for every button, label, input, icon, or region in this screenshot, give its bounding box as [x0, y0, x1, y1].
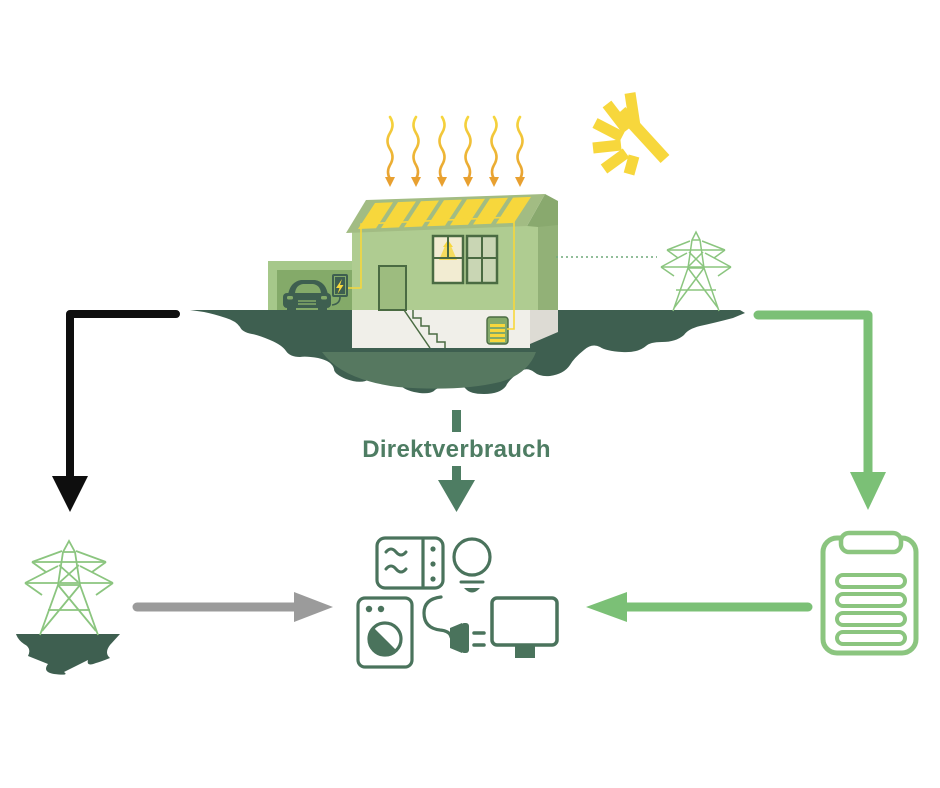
window-lit: [431, 234, 465, 285]
power-pylon-right-icon: [660, 230, 732, 312]
garage-with-ev-car: [268, 261, 352, 311]
light-bulb-icon: [452, 537, 492, 593]
roof-gable: [527, 194, 558, 227]
ground-island-light-shade: [322, 352, 536, 389]
sun-icon: [592, 92, 670, 176]
car-icon: [283, 280, 331, 311]
sun-rays-icon: [385, 115, 525, 187]
power-pylon-left-icon: [16, 539, 120, 675]
direct-consumption-label: Direktverbrauch: [362, 436, 551, 463]
grid-export-arrow: [52, 310, 180, 512]
basement-stairs: [403, 309, 446, 349]
monitor-icon: [490, 596, 559, 658]
door: [378, 265, 407, 311]
grid-supply-arrow: [132, 592, 333, 622]
basement-side: [530, 310, 558, 344]
solar-house-illustration: [346, 194, 558, 349]
battery-charge-arrow: [753, 310, 886, 510]
home-battery-icon: [486, 316, 509, 345]
pv-wire: [348, 216, 515, 330]
washing-machine-icon: [356, 596, 414, 669]
battery-storage-icon: [820, 530, 919, 656]
house-side-wall: [538, 222, 558, 310]
power-plug-icon: [422, 595, 486, 653]
appliances-group: [356, 536, 559, 669]
ev-charger-icon: [331, 274, 348, 306]
lightning-bolt-icon: [336, 279, 344, 294]
direct-consumption-arrow: [438, 410, 475, 512]
sun-ray: [386, 115, 524, 181]
battery-discharge-arrow: [586, 592, 813, 622]
solar-panels: [358, 196, 531, 229]
microwave-icon: [375, 536, 445, 590]
sun-ray-arrowheads: [385, 177, 525, 187]
pylon-ground-blob: [16, 634, 120, 675]
window: [465, 234, 499, 285]
